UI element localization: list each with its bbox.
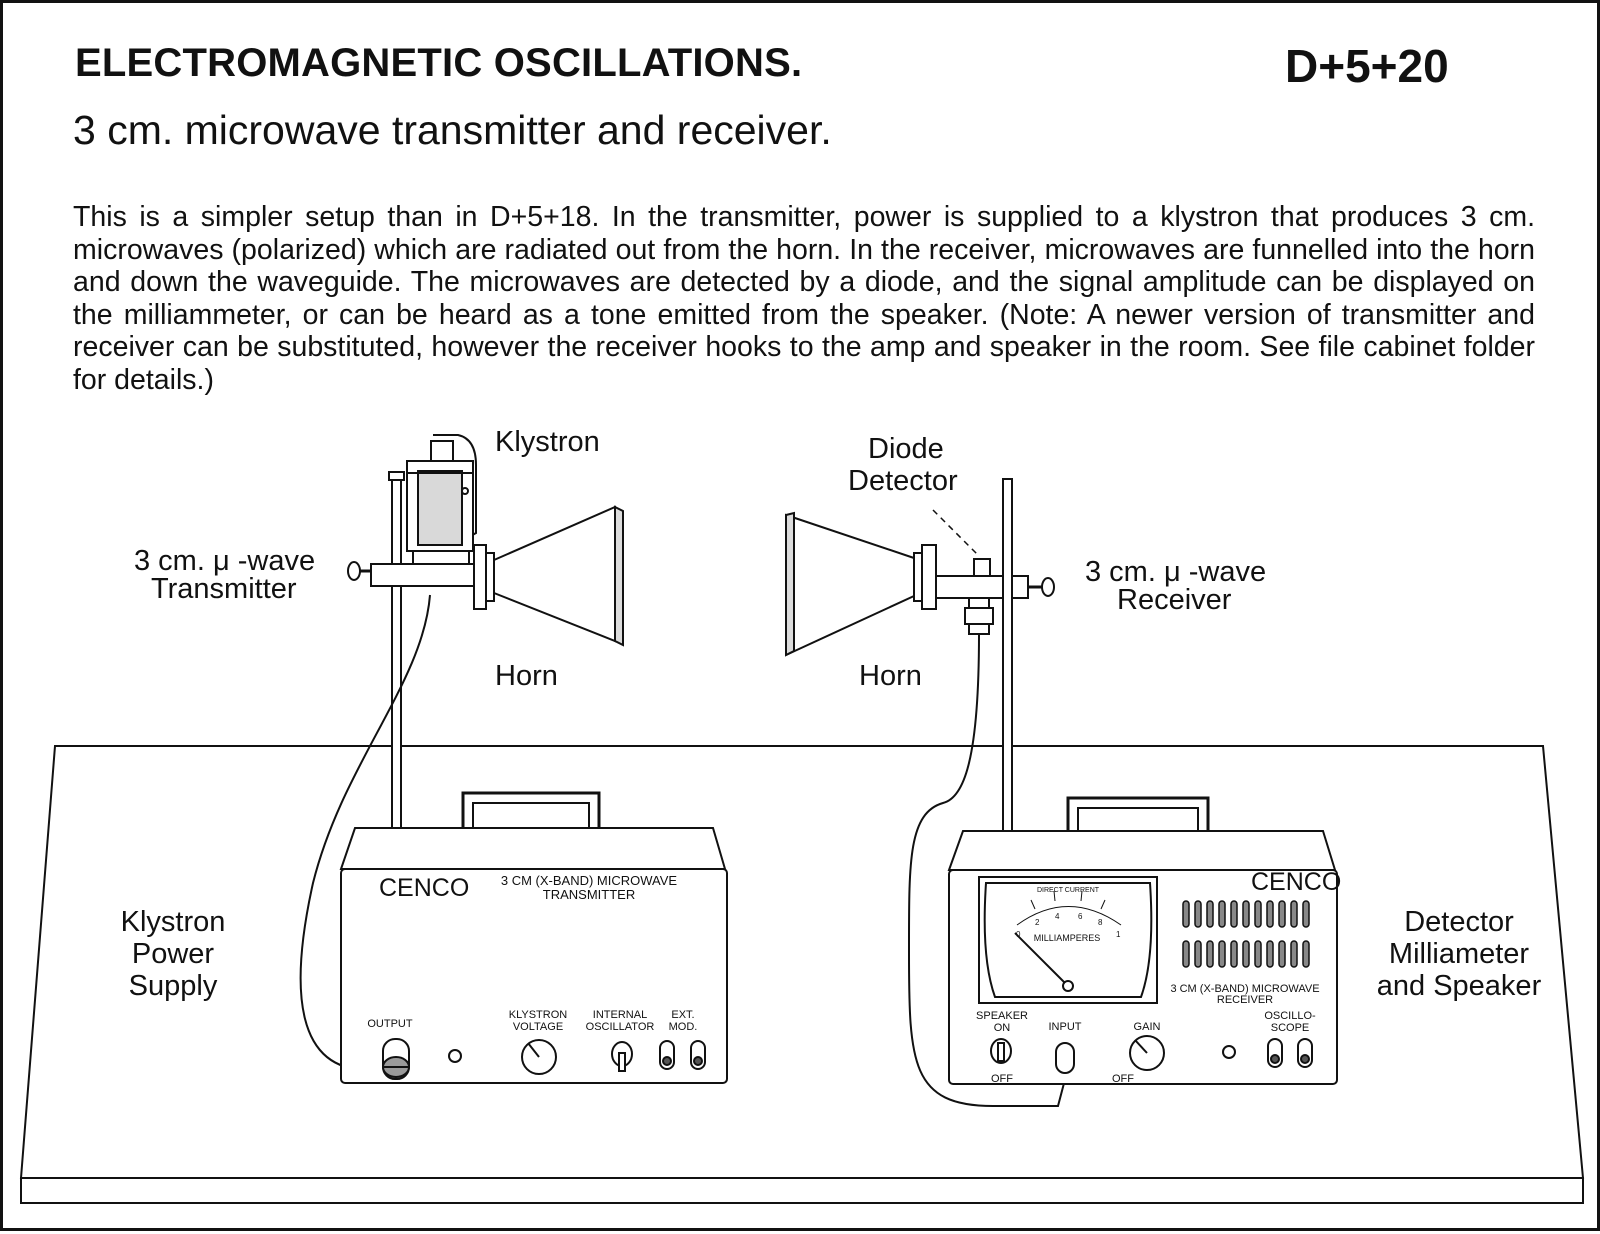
transmitter-cable	[299, 594, 431, 1071]
receiver-name-line2: RECEIVER	[1217, 994, 1273, 1006]
receiver-cable	[907, 633, 1069, 1107]
output-label: OUTPUT	[367, 1018, 413, 1030]
transmitter-name-line2: TRANSMITTER	[543, 887, 635, 902]
klystron	[406, 434, 477, 566]
internal-oscillator-label-line2: OSCILLATOR	[586, 1021, 655, 1033]
klystron-label: Klystron	[495, 426, 600, 458]
oscilloscope-label-line2: SCOPE	[1271, 1022, 1310, 1034]
meter-scale-10: 1	[1116, 930, 1121, 939]
description-paragraph: This is a simpler setup than in D+5+18. …	[73, 201, 1535, 396]
apparatus-diagram: Klystron 3 cm. μ -wave Transmitter Horn …	[19, 426, 1585, 1204]
meter-scale-6: 6	[1078, 912, 1083, 921]
transmitter-clamp	[347, 544, 495, 610]
gain-off-label: OFF	[1112, 1073, 1134, 1085]
receiver-name-line1: 3 CM (X-BAND) MICROWAVE	[1170, 983, 1319, 995]
ext-mod-label-line1: EXT.	[671, 1009, 694, 1021]
receiver-clamp	[913, 544, 1055, 635]
klystron-voltage-label-line1: KLYSTRON	[509, 1009, 568, 1021]
receiver-label-line2: Receiver	[1117, 584, 1232, 616]
page-subtitle: 3 cm. microwave transmitter and receiver…	[73, 107, 832, 153]
transmitter-label-line1: 3 cm. μ -wave	[134, 545, 315, 577]
transmitter-box	[339, 791, 728, 1084]
detector-label-line3: and Speaker	[1377, 970, 1542, 1002]
power-supply-label-line3: Supply	[129, 970, 218, 1002]
meter-scale-0: 0	[1016, 930, 1021, 939]
transmitter-name-line1: 3 CM (X-BAND) MICROWAVE	[501, 873, 678, 888]
meter-scale-8: 8	[1098, 918, 1103, 927]
ext-mod-label-line2: MOD.	[669, 1021, 698, 1033]
transmitter-label-line2: Transmitter	[151, 573, 297, 605]
page-title: ELECTROMAGNETIC OSCILLATIONS.	[75, 41, 803, 85]
gain-label: GAIN	[1134, 1021, 1161, 1033]
meter-scale-2: 2	[1035, 918, 1040, 927]
receiver-horn	[785, 511, 915, 657]
meter-scale-4: 4	[1055, 912, 1060, 921]
receiver-brand: CENCO	[1251, 868, 1341, 896]
input-label: INPUT	[1049, 1021, 1082, 1033]
receiver-box	[947, 796, 1338, 1085]
left-support-rod	[391, 474, 402, 848]
speaker-label-line2: ON	[994, 1022, 1011, 1034]
diode-label-line1: Diode	[868, 433, 944, 465]
transmitter-brand: CENCO	[379, 874, 469, 902]
horn-left-label: Horn	[495, 660, 558, 692]
power-supply-label-line1: Klystron	[121, 906, 226, 938]
detector-label-line1: Detector	[1404, 906, 1514, 938]
meter-top-label: DIRECT CURRENT	[1037, 887, 1100, 894]
diode-label-line2: Detector	[848, 465, 958, 497]
oscilloscope-label-line1: OSCILLO-	[1264, 1010, 1316, 1022]
table	[19, 745, 1585, 1204]
klystron-voltage-label-line2: VOLTAGE	[513, 1021, 563, 1033]
detector-label-line2: Milliameter	[1389, 938, 1530, 970]
power-supply-label-line2: Power	[132, 938, 215, 970]
speaker-off-label: OFF	[991, 1073, 1013, 1085]
internal-oscillator-label-line1: INTERNAL	[593, 1009, 647, 1021]
meter-unit-label: MILLIAMPERES	[1034, 933, 1101, 943]
receiver-label-line1: 3 cm. μ -wave	[1085, 556, 1266, 588]
speaker-label-line1: SPEAKER	[976, 1010, 1028, 1022]
demo-code: D+5+20	[1285, 40, 1449, 92]
right-support-rod	[1002, 478, 1013, 848]
horn-right-label: Horn	[859, 660, 922, 692]
transmitter-horn	[493, 505, 624, 647]
